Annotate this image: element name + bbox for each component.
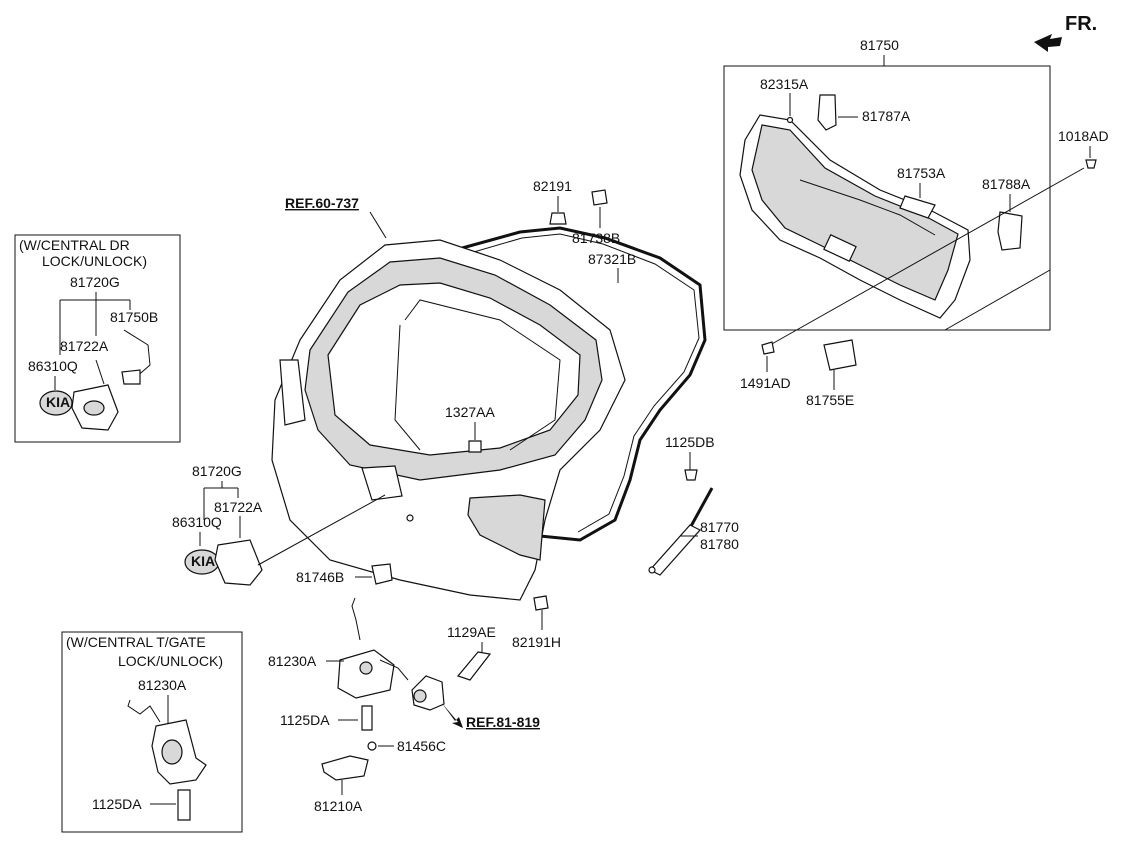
trim-panel-box xyxy=(723,65,1051,331)
central-tgate-lock-box: (W/CENTRAL T/GATE LOCK/UNLOCK) 81230A 11… xyxy=(61,631,243,833)
trim-panel-group: 81750 82315A 81787A 81753A 81788A 1018AD… xyxy=(723,37,1109,408)
weatherstrip-87321B: 87321B xyxy=(454,226,707,542)
label-86310Q-main: 86310Q xyxy=(172,514,222,530)
label-87321B: 87321B xyxy=(588,251,636,267)
label-81750B-box: 81750B xyxy=(110,309,158,325)
label-1129AE: 1129AE xyxy=(447,624,496,640)
label-1125DB: 1125DB xyxy=(665,434,715,450)
label-81780: 81780 xyxy=(700,536,739,552)
central-dr-title-2: LOCK/UNLOCK) xyxy=(42,253,147,269)
central-dr-title-1: (W/CENTRAL DR xyxy=(19,237,130,253)
label-81720G-main: 81720G xyxy=(192,463,242,479)
label-82191H: 82191H xyxy=(512,634,561,650)
fr-label: FR. xyxy=(1065,13,1097,35)
emblem-group-main: 81720G 81722A 86310Q KIA xyxy=(172,463,386,586)
central-tgate-title-1: (W/CENTRAL T/GATE xyxy=(66,634,206,650)
label-81770: 81770 xyxy=(700,519,739,535)
part-81755E xyxy=(823,339,857,371)
label-81787A: 81787A xyxy=(862,108,911,124)
label-81230A-box: 81230A xyxy=(138,677,187,693)
fr-arrow-icon xyxy=(1034,34,1062,52)
label-1018AD: 1018AD xyxy=(1058,128,1109,144)
label-81746B: 81746B xyxy=(296,569,344,585)
label-81456C: 81456C xyxy=(397,738,446,754)
label-1125DA-main: 1125DA xyxy=(280,712,330,728)
central-dr-lock-box: (W/CENTRAL DR LOCK/UNLOCK) 81720G 81750B… xyxy=(14,234,181,443)
label-1327AA: 1327AA xyxy=(445,404,495,420)
label-81722A-box: 81722A xyxy=(60,338,109,354)
label-82191: 82191 xyxy=(533,178,572,194)
svg-text:KIA: KIA xyxy=(191,553,215,569)
lock-cylinder-group: 1129AE REF.81-819 xyxy=(411,624,540,730)
label-81788A: 81788A xyxy=(982,176,1031,192)
label-1491AD: 1491AD xyxy=(740,375,791,391)
label-82315A: 82315A xyxy=(760,76,809,92)
ref-60-737: REF.60-737 xyxy=(285,195,359,211)
label-81720G-box: 81720G xyxy=(70,274,120,290)
front-direction-indicator: FR. xyxy=(1034,13,1097,52)
label-81230A-main: 81230A xyxy=(268,653,317,669)
label-81753A: 81753A xyxy=(897,165,946,181)
label-81755E: 81755E xyxy=(806,392,854,408)
central-tgate-box-frame xyxy=(61,631,243,833)
actuator-group: 81456C 81210A xyxy=(314,738,446,814)
tailgate-assembly xyxy=(271,239,626,601)
label-81722A-main: 81722A xyxy=(214,499,263,515)
gas-strut: 1125DB 81770 81780 xyxy=(648,434,739,576)
latch-assembly-main: 81230A 1125DA xyxy=(268,597,409,731)
central-tgate-title-2: LOCK/UNLOCK) xyxy=(118,653,223,669)
label-81750: 81750 xyxy=(860,37,899,53)
label-81210A: 81210A xyxy=(314,798,363,814)
label-86310Q-box: 86310Q xyxy=(28,358,78,374)
central-dr-box-frame xyxy=(14,234,181,443)
svg-text:KIA: KIA xyxy=(46,394,70,410)
label-1125DA-box: 1125DA xyxy=(92,796,142,812)
ref-81-819: REF.81-819 xyxy=(466,714,540,730)
handle-garnish xyxy=(214,539,263,586)
kia-emblem-icon-box xyxy=(39,390,73,416)
